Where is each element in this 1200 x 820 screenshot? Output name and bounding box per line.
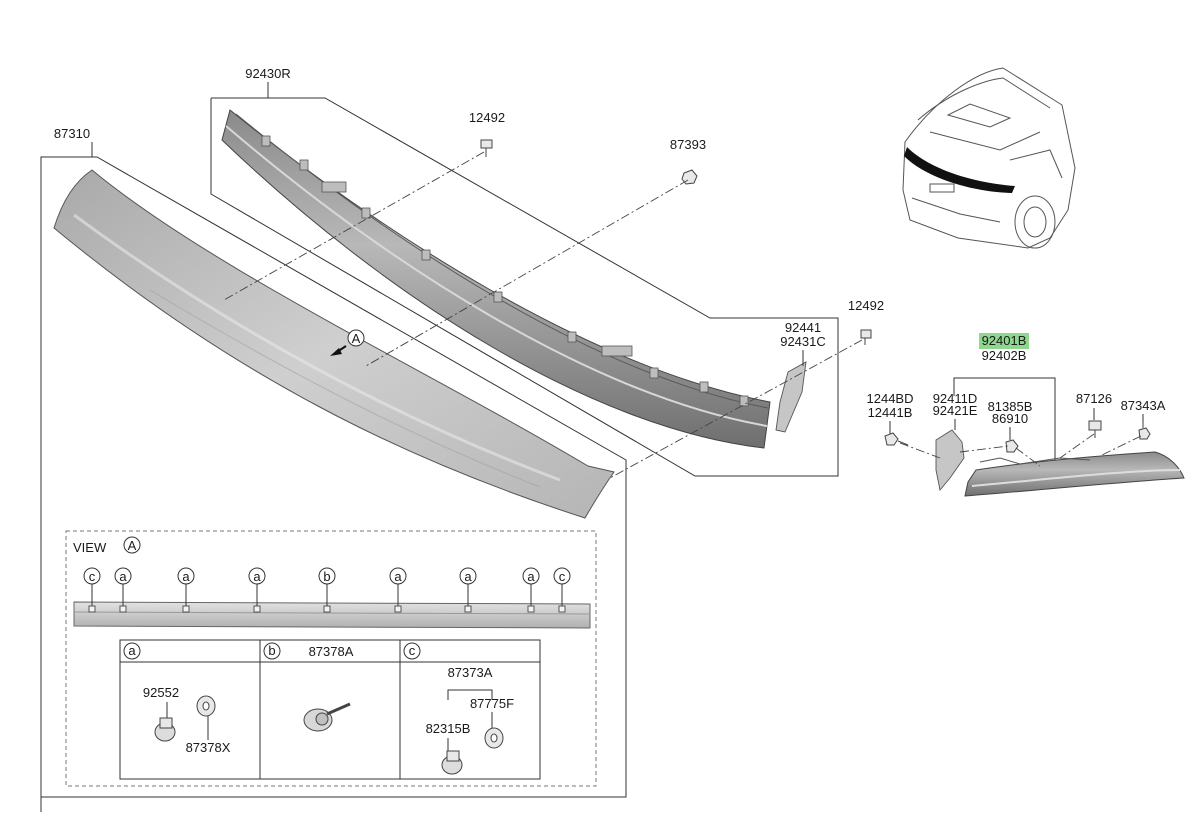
callout-letter: a	[527, 569, 535, 584]
nut-81385b[interactable]	[1005, 439, 1019, 453]
callout-letter: a	[464, 569, 472, 584]
view-a-marker: A	[330, 329, 365, 356]
side-bracket-92411d[interactable]	[935, 429, 965, 492]
screw-12492-right[interactable]	[860, 329, 872, 345]
assembly-lines-main	[223, 151, 863, 479]
callout-a-4[interactable]: a	[248, 567, 266, 613]
pin-87378a[interactable]	[303, 702, 351, 732]
grommet-82315b[interactable]	[441, 750, 463, 775]
grommet-92552[interactable]	[154, 717, 176, 742]
label-12492-right[interactable]: 12492	[848, 298, 884, 313]
label-87775f[interactable]: 87775F	[470, 696, 514, 711]
callout-letter: b	[323, 569, 330, 584]
label-92441[interactable]: 92441	[785, 320, 821, 335]
detail-a-letter: a	[128, 643, 136, 658]
screw-12492-top[interactable]	[480, 139, 493, 157]
label-92421e[interactable]: 92421E	[933, 403, 978, 418]
label-87373a[interactable]: 87373A	[448, 665, 493, 680]
callout-letter: a	[394, 569, 402, 584]
label-87310[interactable]: 87310	[54, 126, 90, 141]
label-12492-top[interactable]: 12492	[469, 110, 505, 125]
label-81385b[interactable]: 81385B	[988, 399, 1033, 414]
label-87393[interactable]: 87393	[670, 137, 706, 152]
view-a-marker-letter: A	[352, 331, 361, 346]
label-87378x[interactable]: 87378X	[186, 740, 231, 755]
view-a-strip	[73, 601, 591, 629]
callout-a-3[interactable]: a	[177, 567, 195, 613]
bolt-1244bd[interactable]	[884, 432, 909, 446]
vehicle-locator-illustration	[902, 67, 1076, 249]
detail-table	[119, 639, 541, 780]
view-ref-marker: A	[128, 538, 137, 553]
label-92402b[interactable]: 92402B	[982, 348, 1027, 363]
clip-87343a[interactable]	[1138, 423, 1151, 440]
label-86910[interactable]: 86910	[992, 411, 1028, 426]
callout-letter: a	[253, 569, 261, 584]
garnish-panel[interactable]	[53, 169, 615, 519]
highlight-92401b	[979, 333, 1029, 349]
vehicle-lamp-highlight	[904, 147, 1015, 193]
callout-a-2[interactable]: a	[114, 567, 132, 613]
lamp-bracket[interactable]	[775, 361, 807, 433]
label-82315b[interactable]: 82315B	[426, 721, 471, 736]
nut-87393[interactable]	[681, 169, 698, 185]
label-87378a[interactable]: 87378A	[309, 644, 354, 659]
washer-87378x[interactable]	[196, 695, 216, 717]
callout-a-8[interactable]: a	[522, 567, 540, 613]
label-92411d[interactable]: 92411D	[933, 391, 978, 406]
detail-b-letter: b	[268, 643, 275, 658]
label-87343a[interactable]: 87343A	[1121, 398, 1166, 413]
label-92401b[interactable]: 92401B	[982, 333, 1027, 348]
callout-c-9[interactable]: c	[553, 567, 571, 613]
garnish-frame	[40, 142, 627, 812]
callout-c-1[interactable]: c	[83, 567, 101, 613]
callout-letter: c	[89, 569, 96, 584]
label-12441b[interactable]: 12441B	[868, 405, 913, 420]
lamp-mounting-tabs	[261, 135, 749, 407]
callout-a-7[interactable]: a	[459, 567, 477, 613]
view-title: VIEW	[73, 540, 107, 555]
washer-87775f[interactable]	[484, 727, 504, 749]
label-92430r[interactable]: 92430R	[245, 66, 291, 81]
callout-letter: a	[182, 569, 190, 584]
label-92431c[interactable]: 92431C	[780, 334, 826, 349]
clip-87126[interactable]	[1088, 420, 1102, 438]
lamp-frame	[210, 82, 839, 477]
callout-b-5[interactable]: b	[318, 567, 336, 613]
label-92552[interactable]: 92552	[143, 685, 179, 700]
label-1244bd[interactable]: 1244BD	[867, 391, 914, 406]
side-tail-lamp[interactable]	[964, 451, 1185, 497]
detail-c-letter: c	[409, 643, 416, 658]
callout-letter: a	[119, 569, 127, 584]
callout-letter: c	[559, 569, 566, 584]
callout-a-6[interactable]: a	[389, 567, 407, 613]
label-87126[interactable]: 87126	[1076, 391, 1112, 406]
assembly-lines-side	[899, 433, 1142, 467]
view-a-box	[65, 530, 597, 787]
center-lamp-assembly[interactable]	[221, 109, 771, 449]
